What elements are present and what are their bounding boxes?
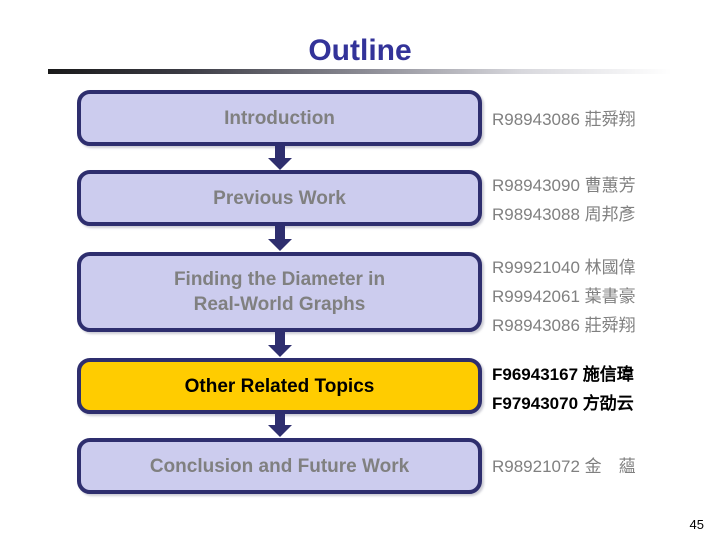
flow-box-finding-the-diameter[interactable]: Finding the Diameter in Real-World Graph… (77, 252, 482, 332)
flow-box-conclusion-and-future-work[interactable]: Conclusion and Future Work (77, 438, 482, 494)
flow-arrow-down-icon (268, 414, 292, 438)
flow-box-label: Introduction (224, 107, 335, 129)
member-list-finding-the-diameter: R99921040 林國偉 R99942061 葉書豪 R98943086 莊舜… (492, 258, 636, 335)
flow-arrow-down-icon (268, 226, 292, 252)
flow-arrow-down-icon (268, 332, 292, 358)
flow-box-label: Conclusion and Future Work (149, 455, 410, 477)
arrow-head (268, 425, 292, 437)
arrow-shaft (275, 226, 285, 240)
flow-box-other-related-topics[interactable]: Other Related Topics (77, 358, 482, 414)
flow-box-label: Finding the Diameter in Real-World Graph… (173, 269, 386, 315)
flow-box-introduction[interactable]: Introduction (77, 90, 482, 146)
arrow-head (268, 239, 292, 251)
flow-box-previous-work[interactable]: Previous Work (77, 170, 482, 226)
arrow-shaft (275, 414, 285, 426)
title-divider (48, 69, 672, 74)
member-list-conclusion-and-future-work: R98921072 金 蘊 (492, 457, 636, 476)
arrow-head (268, 345, 292, 357)
arrow-shaft (275, 146, 285, 159)
page-title: Outline (308, 34, 412, 67)
member-list-other-related-topics: F96943167 施信瑋 F97943070 方劭云 (492, 365, 634, 413)
member-list-previous-work: R98943090 曹蕙芳 R98943088 周邦彥 (492, 176, 636, 224)
member-list-introduction: R98943086 莊舜翔 (492, 110, 636, 129)
arrow-head (268, 158, 292, 170)
flow-box-label: Previous Work (213, 187, 346, 209)
flow-arrow-down-icon (268, 146, 292, 170)
arrow-shaft (275, 332, 285, 346)
page-number: 45 (689, 517, 704, 532)
flow-box-label: Other Related Topics (184, 375, 375, 397)
